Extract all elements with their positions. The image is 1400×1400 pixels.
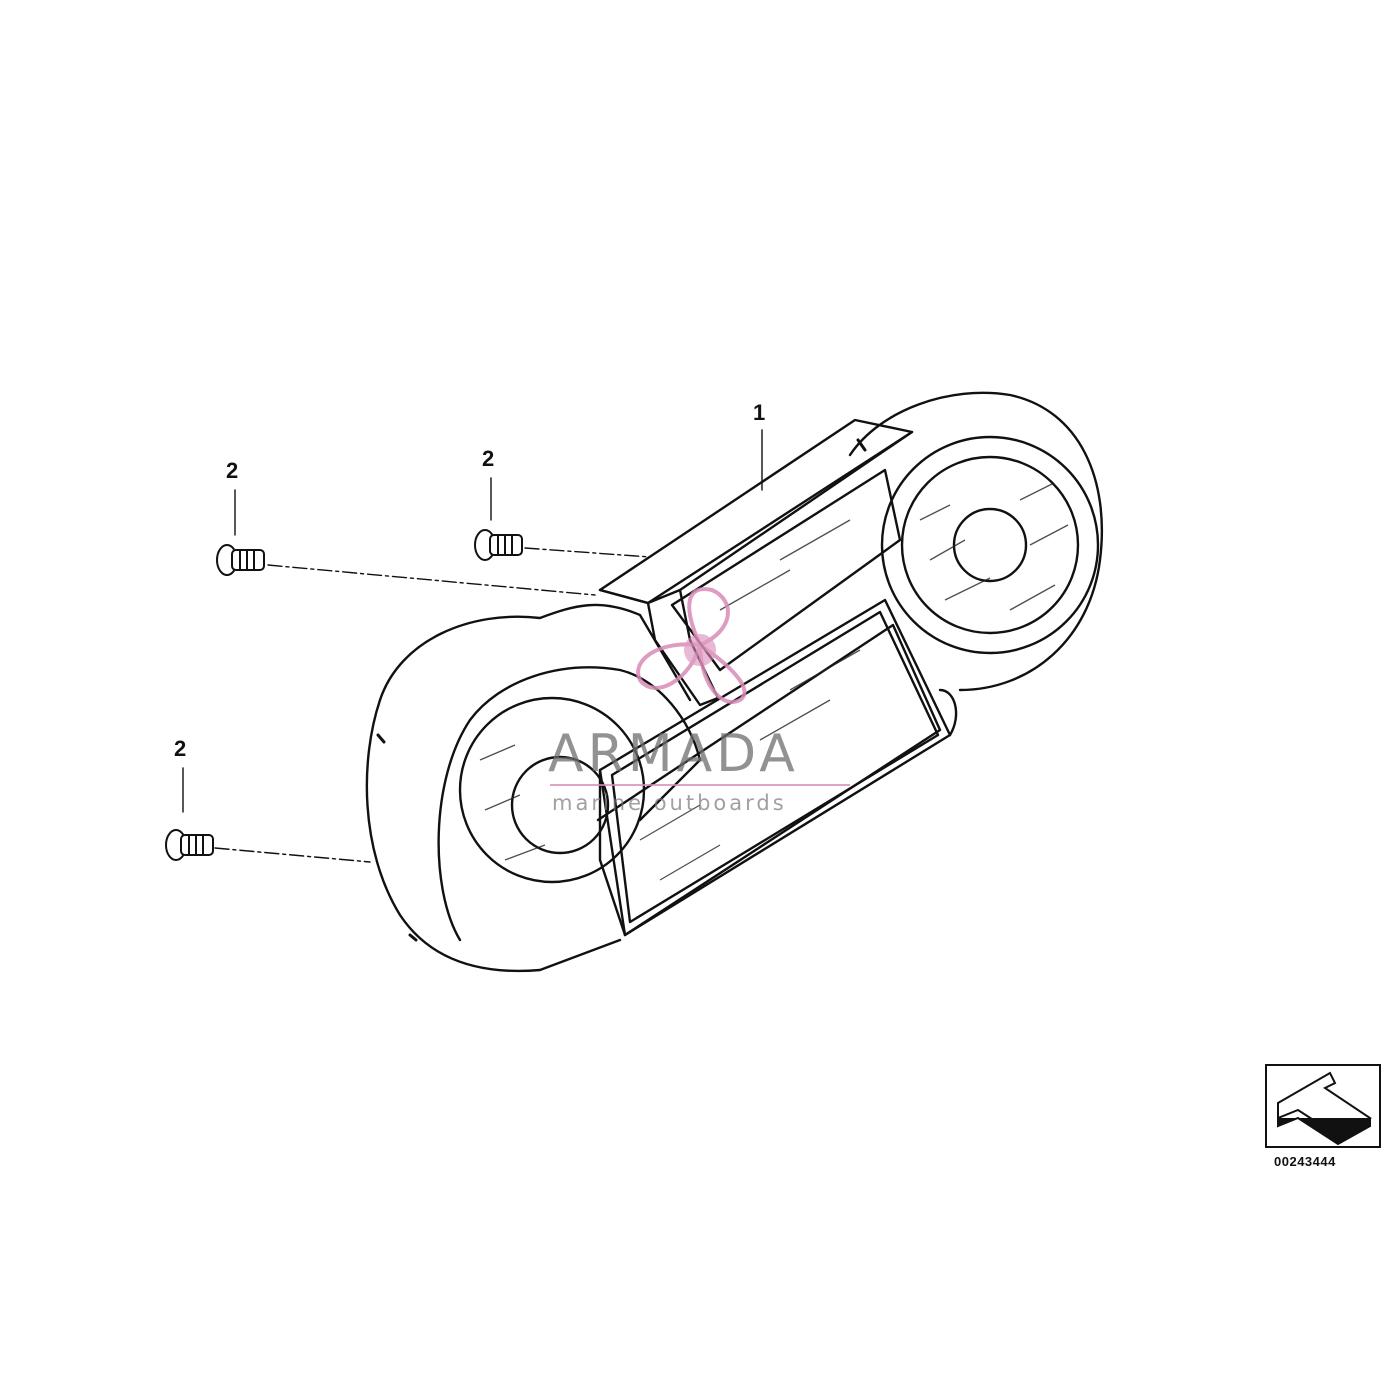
callout-screw: 2 [482, 446, 495, 471]
diagram-reference-number: 00243444 [1274, 1154, 1336, 1169]
callout-screw: 2 [174, 736, 187, 761]
callout-screw: 2 [226, 458, 239, 483]
screw-icon [165, 829, 214, 861]
watermark-tagline: marine outboards [552, 791, 787, 815]
leader-lines [214, 547, 651, 863]
callout-part-1: 1 [753, 400, 766, 425]
screw-icon [216, 544, 265, 576]
arrow-reference-icon [1265, 1064, 1381, 1148]
screw-icon [474, 529, 523, 561]
watermark-brand: ARMADA [548, 724, 799, 784]
armada-logo-icon [636, 587, 747, 704]
